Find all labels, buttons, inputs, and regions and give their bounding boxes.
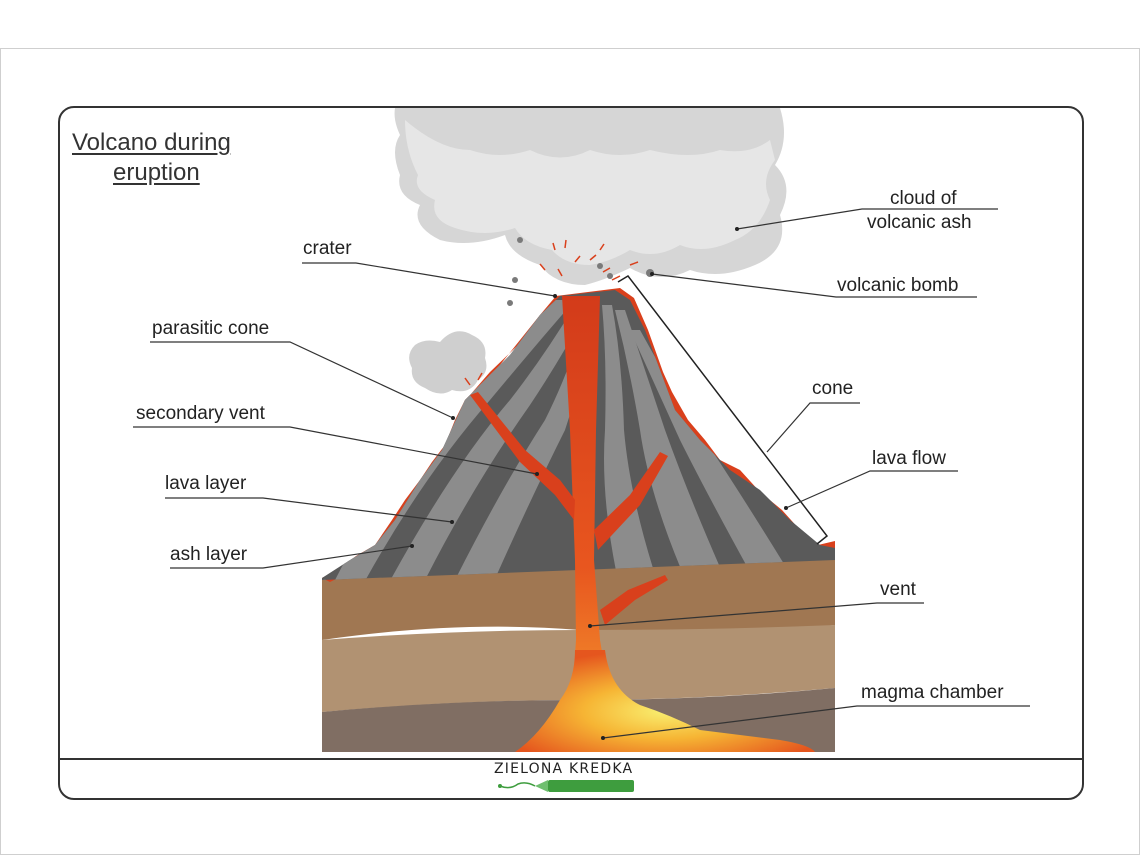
diagram-title: Volcano during eruption [72, 128, 231, 188]
label-ash-layer: ash layer [170, 544, 248, 565]
brand-name: ZIELONA KREDKA [494, 761, 634, 777]
vent-branch-right [594, 452, 668, 550]
title-line-1: Volcano during [72, 129, 231, 156]
label-parasitic-cone: parasitic cone [152, 318, 270, 339]
vent-branch-lower [600, 575, 668, 625]
leader-lines [133, 208, 1030, 739]
label-cloud-line-1: cloud of [890, 188, 957, 209]
label-cloud-line-2: volcanic ash [867, 212, 972, 233]
label-secondary-vent: secondary vent [136, 403, 265, 424]
label-lava-layer: lava layer [165, 473, 247, 494]
diagram-card [58, 106, 1084, 800]
cone-bracket [617, 275, 829, 545]
secondary-vent-branch [470, 392, 575, 520]
parasitic-ash-cloud [409, 331, 487, 394]
label-vent: vent [880, 579, 916, 600]
footer-divider [58, 758, 1082, 760]
eruption-sparks [464, 239, 639, 386]
label-lava-flow: lava flow [872, 448, 946, 469]
magma-chamber [515, 650, 815, 752]
brand-crayon-logo [498, 780, 634, 792]
title-line-2: eruption [113, 159, 200, 186]
label-crater: crater [303, 238, 352, 259]
label-cone: cone [812, 378, 854, 399]
label-volcanic-bomb: volcanic bomb [837, 275, 959, 296]
main-vent [562, 296, 612, 748]
ash-cloud [394, 108, 787, 285]
label-magma-chamber: magma chamber [861, 682, 1004, 703]
leader-dots [410, 227, 788, 740]
